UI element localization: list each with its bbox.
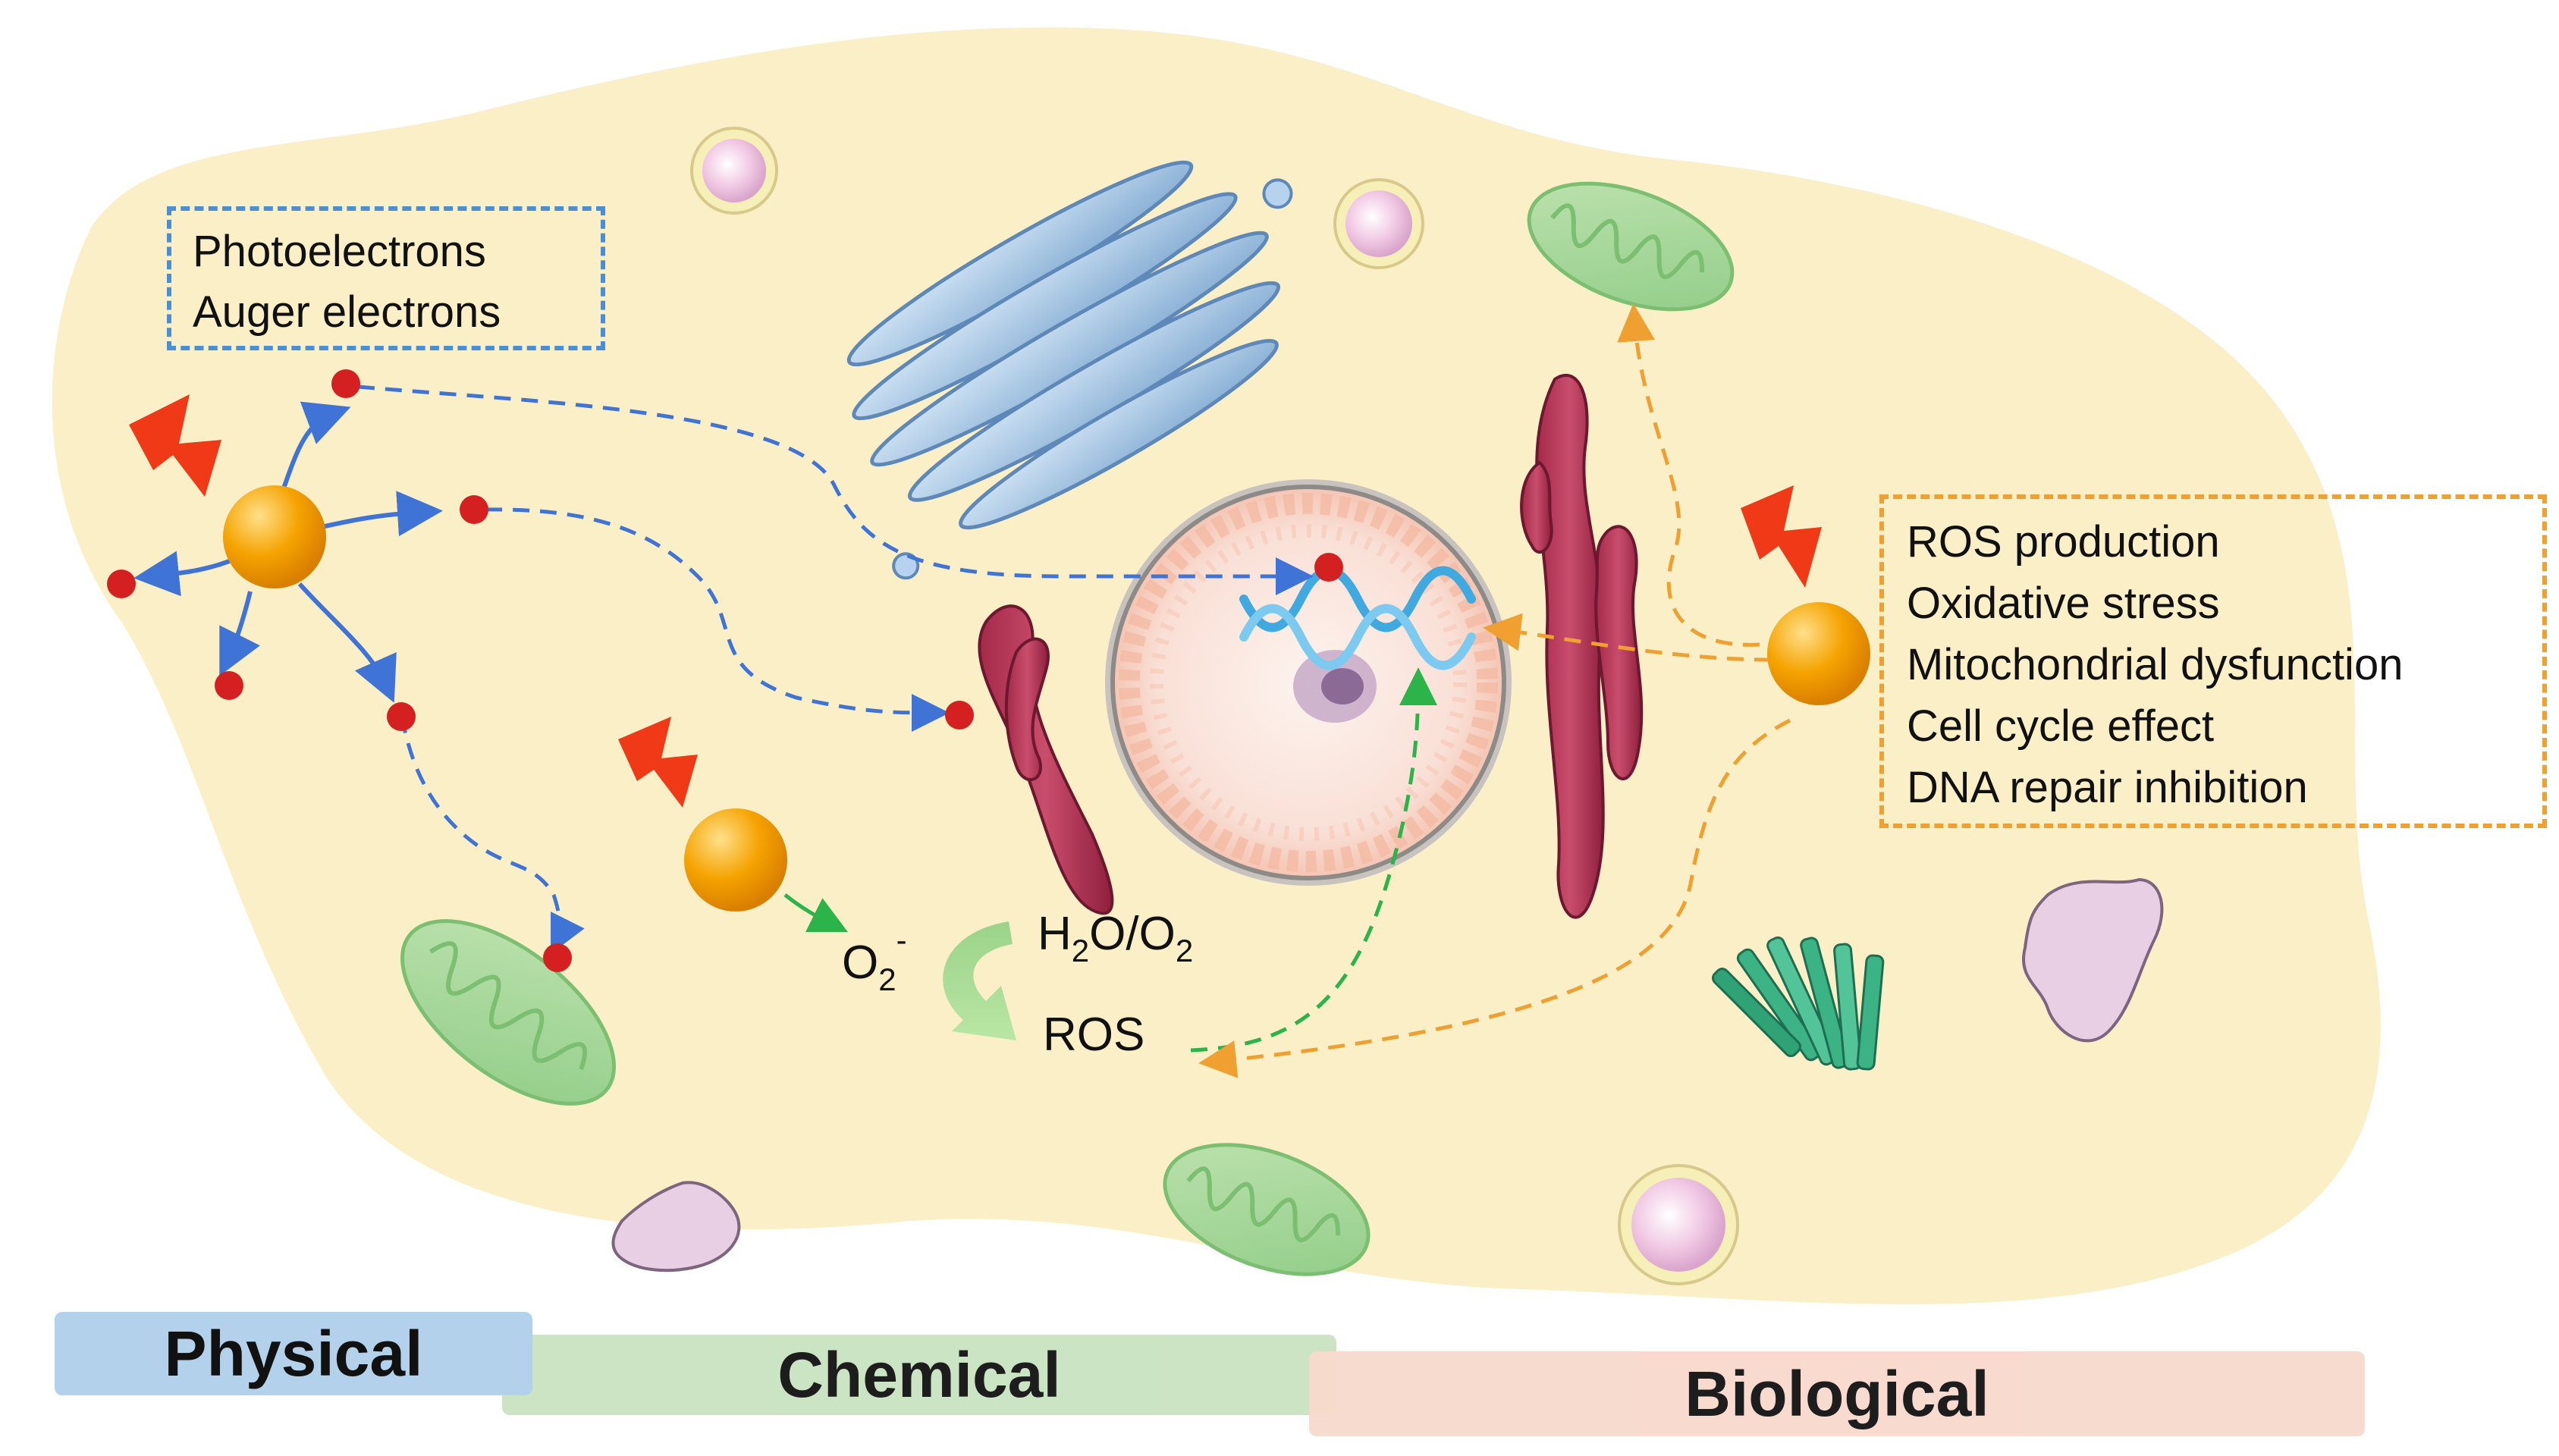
- chromatin: [1293, 650, 1377, 723]
- phase-label-physical: Physical: [164, 1317, 423, 1389]
- dna-helix: [1239, 566, 1476, 670]
- lightning-icon: [1741, 485, 1822, 588]
- effect-label: DNA repair inhibition: [1907, 763, 2308, 812]
- lightning-icon: [618, 717, 698, 808]
- effect-label: Cell cycle effect: [1907, 701, 2215, 751]
- electron: [460, 495, 488, 524]
- electron: [331, 369, 360, 398]
- electron: [387, 702, 416, 731]
- ros-label: ROS: [1043, 1009, 1144, 1061]
- electron: [215, 671, 243, 700]
- effect-label: Mitochondrial dysfunction: [1907, 640, 2404, 689]
- vacuole: [611, 1181, 741, 1272]
- phase-bar-physical: Physical: [55, 1312, 532, 1395]
- biological-paths: [1198, 303, 1791, 1078]
- superoxide-label: O2-: [842, 922, 907, 997]
- vacuole: [2022, 877, 2164, 1043]
- vesicle: [1618, 1164, 1739, 1285]
- nanoparticle: [1767, 602, 1870, 705]
- nanoparticle: [223, 485, 326, 588]
- golgi-apparatus: [846, 160, 1293, 580]
- effect-label: Oxidative stress: [1907, 579, 2220, 628]
- electron-type-label: Photoelectrons: [193, 227, 486, 276]
- ros-to-dna-path: [1190, 667, 1437, 1053]
- endoplasmic-reticulum: [1520, 373, 1644, 919]
- lightning-icon: [129, 394, 221, 497]
- mitochondrion: [1527, 181, 1735, 312]
- microtubule-bundle: [1712, 936, 1885, 1071]
- phase-label-chemical: Chemical: [777, 1338, 1061, 1410]
- ros-conversion-arrow: [943, 921, 1016, 1040]
- vesicle: [1333, 178, 1424, 269]
- chemical-arrow: [783, 893, 848, 932]
- electron: [945, 701, 974, 730]
- phase-bar-chemical: Chemical: [502, 1335, 1336, 1415]
- electron: [1314, 553, 1343, 582]
- electron: [107, 570, 136, 598]
- endoplasmic-reticulum: [978, 604, 1114, 915]
- mitochondrion: [1163, 1143, 1371, 1276]
- effect-label: ROS production: [1907, 517, 2220, 566]
- water-oxygen-label: H2O/O2: [1038, 908, 1193, 968]
- vesicle: [690, 127, 778, 215]
- biological-effects-box: ROS production Oxidative stress Mitochon…: [1879, 494, 2547, 828]
- electron-type-label: Auger electrons: [193, 287, 501, 337]
- electron: [543, 943, 572, 972]
- phase-bar-biological: Biological: [1309, 1351, 2365, 1436]
- nanoparticle: [684, 808, 787, 912]
- phase-label-biological: Biological: [1685, 1357, 1989, 1429]
- electron-types-box: Photoelectrons Auger electrons: [167, 206, 605, 350]
